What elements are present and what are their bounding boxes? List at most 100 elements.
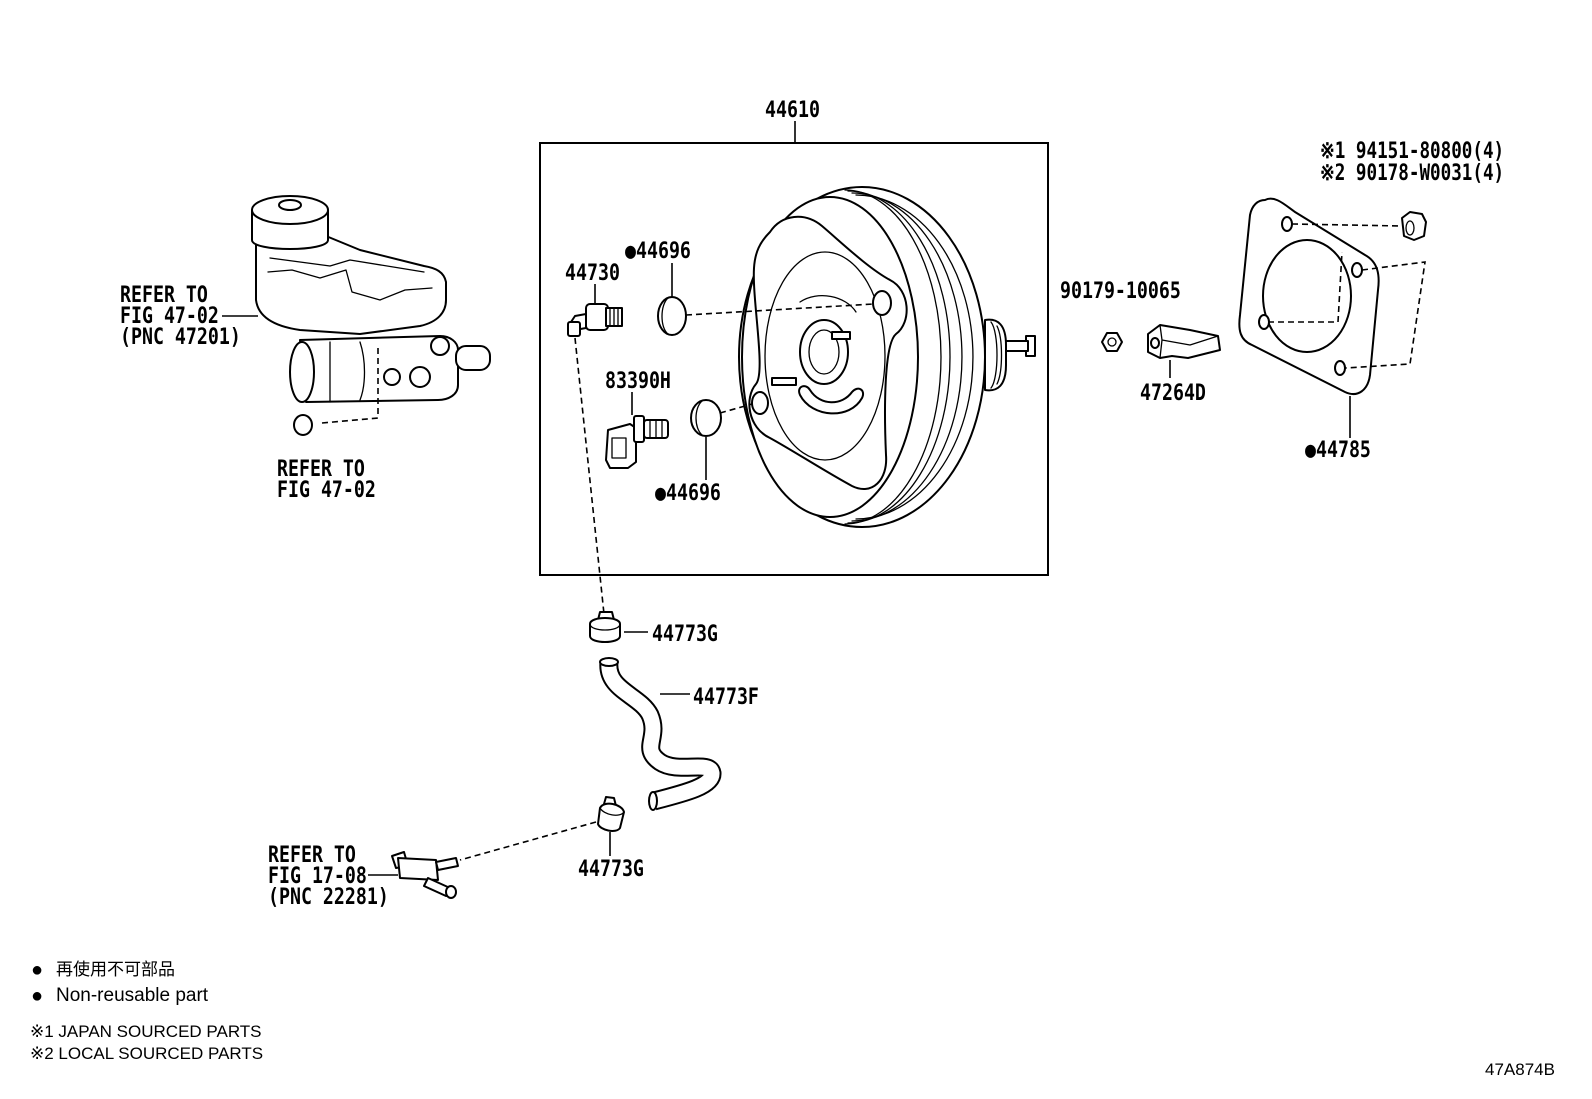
check-valve xyxy=(567,303,623,337)
grommet-hole-upper xyxy=(872,290,892,316)
gasket-stud-hole xyxy=(1258,314,1270,330)
clamp-upper-label[interactable]: 44773G xyxy=(652,620,718,646)
gasket-stud-hole xyxy=(1351,262,1363,278)
grommet-upper-label[interactable]: ●44696 xyxy=(625,237,691,263)
hose-clamp-upper xyxy=(589,611,621,643)
grommet-lower-dashline xyxy=(719,403,753,414)
reservoir-grommet-ref-line2[interactable]: FIG 47-02 xyxy=(277,476,376,502)
grommet-upper xyxy=(657,296,687,336)
gasket-dashlines xyxy=(1268,223,1426,369)
grommet-hole-lower xyxy=(751,391,769,415)
outlet-port xyxy=(430,336,450,356)
clamp-lower-label[interactable]: 44773G xyxy=(578,855,644,881)
cap-vent xyxy=(278,199,302,211)
legend-marker: ● xyxy=(31,959,43,981)
vacuum-hose xyxy=(599,657,722,811)
seat-bore xyxy=(808,329,840,375)
sensor-connector xyxy=(605,423,637,469)
grommet-lower xyxy=(690,399,722,437)
shell-groove xyxy=(847,190,951,524)
grommet-edge xyxy=(695,400,703,436)
check-valve-label[interactable]: 44730 xyxy=(565,259,620,285)
hose-label[interactable]: 44773F xyxy=(693,683,759,709)
reservoir-contours xyxy=(267,257,433,301)
valve-to-clamp-dashline xyxy=(574,337,605,615)
grommet-body xyxy=(690,399,722,437)
fitting-body xyxy=(397,857,439,881)
hose-end-lower xyxy=(648,791,658,811)
shell-groove xyxy=(855,194,974,520)
nut-bore xyxy=(1107,337,1117,347)
master-cylinder-ref-line2[interactable]: FIG 47-02 xyxy=(120,302,219,328)
connector-socket xyxy=(611,437,627,459)
master-cylinder-ref-line1[interactable]: REFER TO xyxy=(120,281,208,307)
hose-end-upper xyxy=(599,657,619,667)
gasket-label[interactable]: ●44785 xyxy=(1305,436,1371,462)
grommet-upper-dashline xyxy=(685,303,875,316)
valve-body xyxy=(585,303,609,331)
shell-groove xyxy=(851,192,963,522)
bracket xyxy=(1147,324,1221,359)
fitting-ref-line3[interactable]: (PNC 22281) xyxy=(268,883,389,909)
legend: ● 再使用不可部品 ● Non-reusable part ※1 JAPAN S… xyxy=(30,959,263,1063)
sensor-label[interactable]: 83390H xyxy=(605,367,671,393)
fitting-ref-line2[interactable]: FIG 17-08 xyxy=(268,862,367,888)
master-cylinder-ref-line3[interactable]: (PNC 47201) xyxy=(120,323,241,349)
grommet-edge xyxy=(661,297,669,335)
fitting-nipple-right xyxy=(435,857,459,871)
clamp-edge xyxy=(599,807,625,816)
gasket xyxy=(1238,197,1380,395)
valve-clip xyxy=(567,321,581,337)
cylinder-rings xyxy=(329,341,366,403)
nut-label[interactable]: 90179-10065 xyxy=(1060,277,1181,303)
legend-japan-sourced: ※1 JAPAN SOURCED PARTS xyxy=(30,1022,262,1041)
grommet-dashline xyxy=(321,348,379,424)
stud-lower xyxy=(771,377,797,386)
legend-non-reusable-en: Non-reusable part xyxy=(56,985,209,1006)
hose-fill xyxy=(601,661,720,809)
nut-hex xyxy=(1101,332,1123,352)
bracket-label[interactable]: 47264D xyxy=(1140,379,1206,405)
grommet-lower-label[interactable]: ●44696 xyxy=(655,479,721,505)
flange-inner-contour xyxy=(764,251,886,461)
reservoir-body xyxy=(255,235,447,335)
fitting-nipple-down xyxy=(423,877,451,897)
bracket-body xyxy=(1147,324,1221,359)
flange-rib xyxy=(799,295,857,313)
stud-upper xyxy=(831,331,851,340)
flange-slot xyxy=(798,385,864,415)
gasket-nut-label-japan[interactable]: ※1 94151-80800(4) xyxy=(1320,138,1504,163)
gasket-nut-label-local[interactable]: ※2 90178-W0031(4) xyxy=(1320,160,1504,185)
outlet-port xyxy=(409,366,431,388)
master-cylinder xyxy=(251,195,491,436)
boot-ribs xyxy=(990,321,1003,389)
bracket-hole xyxy=(1150,337,1160,349)
outlet-port xyxy=(383,368,401,386)
shell-groove xyxy=(844,189,942,525)
booster-nut xyxy=(1101,332,1123,352)
assembly-frame xyxy=(539,142,1049,576)
clamp-edge xyxy=(589,623,621,631)
intake-fitting xyxy=(391,851,459,899)
fitting-nipple-end xyxy=(445,885,457,899)
gasket-stud-hole xyxy=(1334,360,1346,376)
legend-local-sourced: ※2 LOCAL SOURCED PARTS xyxy=(30,1044,263,1063)
fitting-ref-line1[interactable]: REFER TO xyxy=(268,841,356,867)
reservoir-grommet-ref-line1[interactable]: REFER TO xyxy=(277,455,365,481)
figure-id: 47A874B xyxy=(1485,1060,1555,1079)
gasket-nut xyxy=(1401,211,1427,241)
gasket-stud-hole xyxy=(1281,216,1293,232)
cylinder-snout xyxy=(455,345,491,371)
thread-lines xyxy=(649,419,663,439)
legend-non-reusable-ja: 再使用不可部品 xyxy=(56,959,175,979)
assembly-label[interactable]: 44610 xyxy=(765,96,820,122)
vacuum-sensor xyxy=(605,415,669,469)
pushrod-boot xyxy=(984,318,1007,392)
legend-marker: ● xyxy=(31,985,43,1007)
sensor-hex xyxy=(633,415,645,443)
brake-booster xyxy=(738,186,1036,528)
hose-clamp-lower xyxy=(597,796,625,832)
bracket-bends xyxy=(1159,324,1219,359)
clamp-to-fitting-dashline xyxy=(459,821,597,861)
